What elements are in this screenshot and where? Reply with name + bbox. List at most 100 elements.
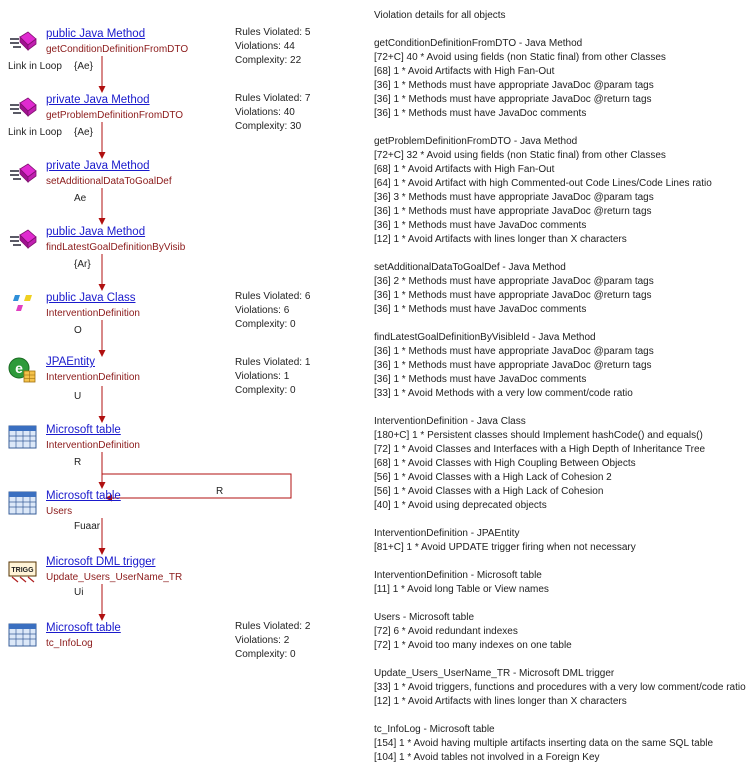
node-name: tc_InfoLog: [46, 638, 93, 649]
node-name: InterventionDefinition: [46, 440, 140, 451]
details-section: Update_Users_UserName_TR - Microsoft DML…: [374, 667, 746, 709]
details-section: InterventionDefinition - Microsoft table…: [374, 569, 730, 597]
violation-line: [33] 1 * Avoid Methods with a very low c…: [374, 388, 633, 399]
violation-line: [36] 3 * Methods must have appropriate J…: [374, 192, 654, 203]
node-name: InterventionDefinition: [46, 308, 140, 319]
violation-line: [72+C] 32 * Avoid using fields (non Stat…: [374, 150, 666, 161]
section-header: InterventionDefinition - Java Class: [374, 416, 526, 427]
violation-line: [36] 1 * Methods must have JavaDoc comme…: [374, 108, 587, 119]
node-kind-link[interactable]: public Java Method: [46, 226, 146, 238]
node-kind-link[interactable]: public Java Method: [46, 28, 146, 40]
link-type-label: U: [74, 391, 82, 402]
node-kind-link[interactable]: private Java Method: [46, 160, 150, 172]
link-type-label: Ui: [74, 587, 84, 598]
section-header: findLatestGoalDefinitionByVisibleId - Ja…: [374, 332, 596, 343]
java-method-icon: [10, 229, 37, 249]
violation-line: [154] 1 * Avoid having multiple artifact…: [374, 738, 714, 749]
violation-line: [81+C] 1 * Avoid UPDATE trigger firing w…: [374, 542, 636, 553]
details-section: tc_InfoLog - Microsoft table [154] 1 * Av…: [374, 723, 730, 765]
link-type-label: {Ae}: [74, 61, 93, 72]
violations-count: Violations: 40: [235, 107, 295, 118]
violation-line: [36] 1 * Methods must have appropriate J…: [374, 290, 652, 301]
violation-line: [36] 1 * Methods must have appropriate J…: [374, 80, 654, 91]
link-in-loop-label: Link in Loop: [8, 61, 62, 72]
node-kind-link[interactable]: Microsoft table: [46, 424, 121, 436]
violation-line: [36] 1 * Methods must have appropriate J…: [374, 360, 652, 371]
link-side-label: R: [216, 486, 224, 497]
details-section: setAdditionalDataToGoalDef - Java Method…: [374, 261, 730, 317]
details-section: InterventionDefinition - JPAEntity [81+C]…: [374, 527, 730, 555]
node-1-stats: Rules Violated: 5 Violations: 44 Complex…: [235, 26, 310, 68]
violation-line: [33] 1 * Avoid triggers, functions and p…: [374, 682, 746, 693]
violation-line: [36] 1 * Methods must have appropriate J…: [374, 206, 652, 217]
violation-line: [72] 1 * Avoid Classes and Interfaces wi…: [374, 444, 706, 455]
node-name: Users: [46, 506, 73, 517]
node-kind-link[interactable]: Microsoft table: [46, 622, 121, 634]
node-name: getProblemDefinitionFromDTO: [46, 110, 184, 121]
complexity: Complexity: 0: [235, 319, 296, 330]
details-title: Violation details for all objects: [374, 10, 506, 21]
violations-count: Violations: 2: [235, 635, 290, 646]
violation-line: [104] 1 * Avoid tables not involved in a…: [374, 752, 600, 763]
details-section: findLatestGoalDefinitionByVisibleId - Ja…: [374, 331, 730, 401]
rules-violated: Rules Violated: 7: [235, 93, 311, 104]
violation-line: [36] 1 * Methods must have JavaDoc comme…: [374, 220, 587, 231]
link-type-label: {Ar}: [74, 259, 91, 270]
violation-line: [72+C] 40 * Avoid using fields (non Stat…: [374, 52, 666, 63]
violation-line: [36] 1 * Methods must have appropriate J…: [374, 94, 652, 105]
node-name: Update_Users_UserName_TR: [46, 572, 183, 583]
node-kind-link[interactable]: Microsoft DML trigger: [46, 556, 156, 568]
table-icon: [8, 425, 37, 449]
link-type-label: Ae: [74, 193, 87, 204]
violation-line: [56] 1 * Avoid Classes with a High Lack …: [374, 472, 612, 483]
violations-count: Violations: 44: [235, 41, 295, 52]
violation-line: [12] 1 * Avoid Artifacts with lines long…: [374, 696, 627, 707]
node-kind-link[interactable]: JPAEntity: [46, 356, 95, 368]
table-icon: [8, 491, 37, 515]
section-header: Users - Microsoft table: [374, 612, 475, 623]
arrow-7-side: [102, 473, 292, 502]
java-method-icon: [10, 31, 37, 51]
node-5-stats: Rules Violated: 6 Violations: 6 Complexi…: [235, 290, 310, 332]
violation-line: [64] 1 * Avoid Artifact with high Commen…: [374, 178, 712, 189]
rules-violated: Rules Violated: 6: [235, 291, 311, 302]
java-class-icon: [13, 295, 32, 311]
complexity: Complexity: 0: [235, 385, 296, 396]
java-method-icon: [10, 163, 37, 183]
details-section: Users - Microsoft table [72] 6 * Avoid re…: [374, 611, 730, 653]
violation-line: [12] 1 * Avoid Artifacts with lines long…: [374, 234, 627, 245]
svg-text:e: e: [15, 360, 23, 376]
section-header: getConditionDefinitionFromDTO - Java Met…: [374, 38, 583, 49]
section-header: InterventionDefinition - Microsoft table: [374, 570, 542, 581]
violation-line: [180+C] 1 * Persistent classes should Im…: [374, 430, 703, 441]
link-type-label: O: [74, 325, 82, 336]
rules-violated: Rules Violated: 5: [235, 27, 311, 38]
violation-line: [36] 1 * Methods must have JavaDoc comme…: [374, 374, 587, 385]
java-method-icon: [10, 97, 37, 117]
node-kind-link[interactable]: public Java Class: [46, 292, 136, 304]
violation-line: [72] 1 * Avoid too many indexes on one t…: [374, 640, 572, 651]
section-header: setAdditionalDataToGoalDef - Java Method: [374, 262, 566, 273]
details-section: getProblemDefinitionFromDTO - Java Metho…: [374, 135, 730, 247]
section-header: tc_InfoLog - Microsoft table: [374, 724, 495, 735]
node-kind-link[interactable]: private Java Method: [46, 94, 150, 106]
violations-count: Violations: 1: [235, 371, 290, 382]
details-section: getConditionDefinitionFromDTO - Java Met…: [374, 37, 730, 121]
violation-line: [56] 1 * Avoid Classes with a High Lack …: [374, 486, 604, 497]
violation-line: [40] 1 * Avoid using deprecated objects: [374, 500, 547, 511]
section-header: InterventionDefinition - JPAEntity: [374, 528, 520, 539]
node-kind-link[interactable]: Microsoft table: [46, 490, 121, 502]
jpa-entity-icon: e: [8, 357, 36, 383]
rules-violated: Rules Violated: 2: [235, 621, 311, 632]
violation-line: [68] 1 * Avoid Artifacts with High Fan-O…: [374, 164, 555, 175]
violation-line: [72] 6 * Avoid redundant indexes: [374, 626, 518, 637]
node-6-stats: Rules Violated: 1 Violations: 1 Complexi…: [235, 356, 310, 398]
complexity: Complexity: 30: [235, 121, 302, 132]
violation-line: [36] 2 * Methods must have appropriate J…: [374, 276, 654, 287]
violation-line: [68] 1 * Avoid Classes with High Couplin…: [374, 458, 636, 469]
node-name: InterventionDefinition: [46, 372, 140, 383]
rules-violated: Rules Violated: 1: [235, 357, 311, 368]
details-section: InterventionDefinition - Java Class [180+…: [374, 415, 730, 513]
section-header: Update_Users_UserName_TR - Microsoft DML…: [374, 668, 615, 679]
link-in-loop-label: Link in Loop: [8, 127, 62, 138]
